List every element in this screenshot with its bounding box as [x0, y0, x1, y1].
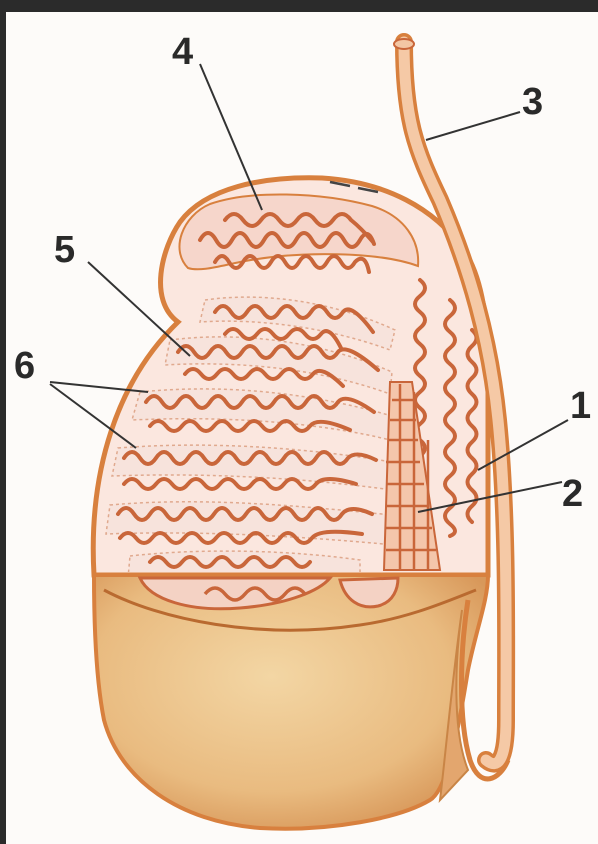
ductus-deferens-opening — [394, 39, 414, 49]
label-6: 6 — [14, 345, 35, 387]
left-frame-bar — [0, 0, 6, 844]
label-5: 5 — [54, 229, 75, 271]
label-1: 1 — [570, 385, 591, 427]
label-2: 2 — [562, 473, 583, 515]
testis-lower-body — [94, 575, 488, 829]
top-frame-bar — [0, 0, 598, 12]
label-3: 3 — [522, 81, 543, 123]
label-4: 4 — [172, 31, 193, 73]
cut-lobules — [140, 578, 398, 609]
